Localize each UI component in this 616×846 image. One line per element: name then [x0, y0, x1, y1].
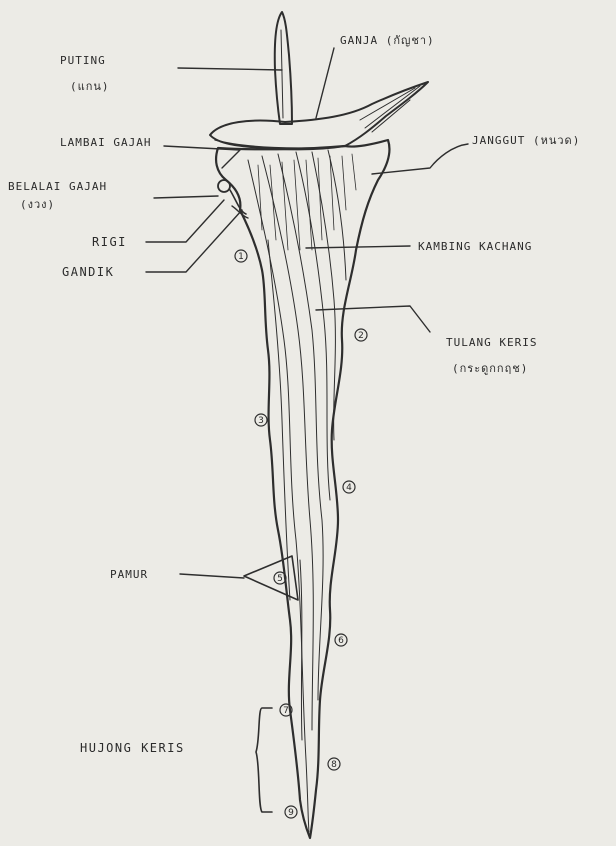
label-puting: PUTING	[60, 54, 106, 67]
svg-text:9: 9	[288, 808, 294, 818]
marker-3: 3	[255, 414, 267, 426]
svg-text:1: 1	[238, 252, 244, 262]
label-belalai-gajah: BELALAI GAJAH	[8, 180, 107, 193]
svg-text:8: 8	[331, 760, 337, 770]
label-ganja: GANJA (กัญชา)	[340, 34, 435, 47]
label-rigi: RIGI	[92, 235, 127, 249]
label-hujong-keris: HUJONG KERIS	[80, 741, 185, 755]
label-gandik: GANDIK	[62, 265, 114, 279]
label-puting-thai: (แกน)	[70, 80, 110, 93]
label-pamur: PAMUR	[110, 568, 148, 581]
marker-9: 9	[285, 806, 297, 818]
marker-2: 2	[355, 329, 367, 341]
marker-6: 6	[335, 634, 347, 646]
numbered-markers: 1 2 3 4 5 6 7 8	[235, 250, 367, 818]
label-lambai-gajah: LAMBAI GAJAH	[60, 136, 151, 149]
ganja-guard	[210, 82, 428, 149]
svg-text:5: 5	[277, 574, 283, 584]
puting-tang	[275, 12, 292, 124]
marker-1: 1	[235, 250, 247, 262]
hujong-keris-bracket	[256, 708, 272, 812]
label-belalai-thai: (งวง)	[20, 198, 55, 211]
svg-text:6: 6	[338, 636, 344, 646]
label-janggut: JANGGUT (หนวด)	[472, 134, 580, 147]
leader-lines	[146, 48, 468, 578]
svg-text:2: 2	[358, 331, 364, 341]
label-kambing-kachang: KAMBING KACHANG	[418, 240, 532, 253]
label-tulang-keris: TULANG KERIS	[446, 336, 537, 349]
keris-blade	[216, 140, 389, 838]
marker-8: 8	[328, 758, 340, 770]
svg-text:7: 7	[283, 706, 289, 716]
svg-text:3: 3	[258, 416, 264, 426]
marker-4: 4	[343, 481, 355, 493]
label-tulang-keris-thai: (กระดูกกฤช)	[452, 362, 528, 375]
svg-text:4: 4	[346, 483, 352, 493]
